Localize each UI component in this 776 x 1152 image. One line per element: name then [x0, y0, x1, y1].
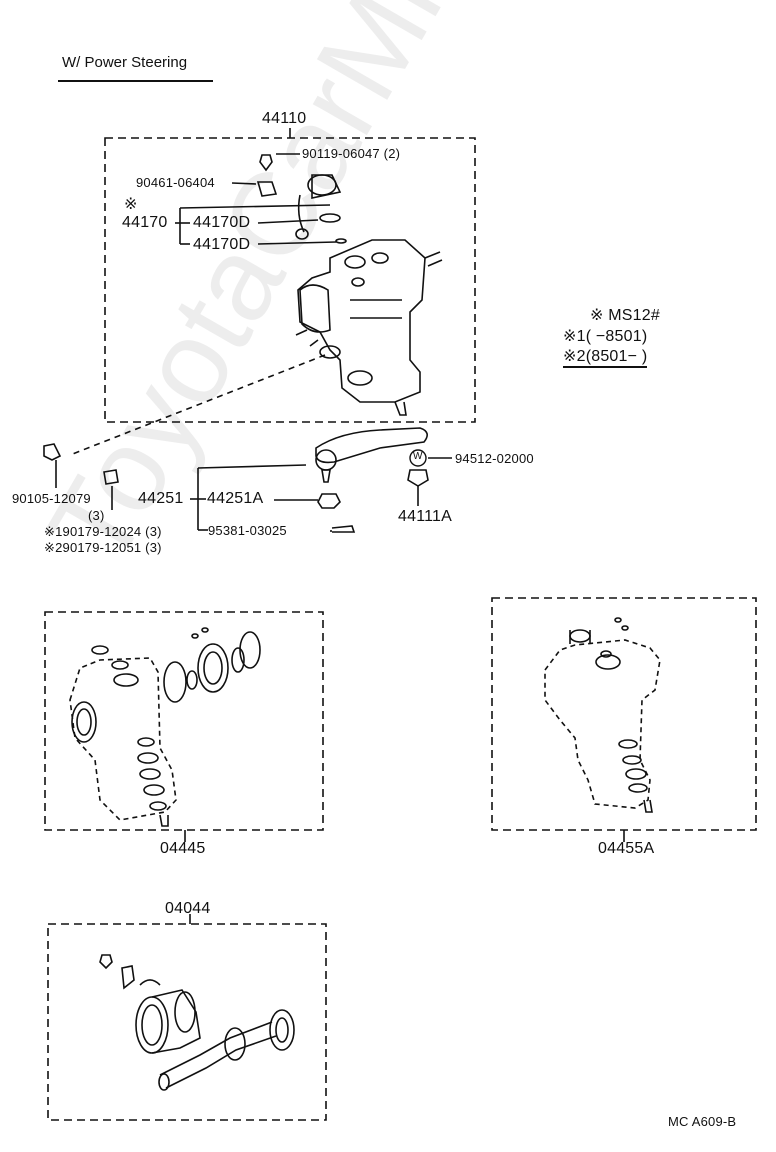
title-underline	[58, 80, 213, 82]
frame-04044	[47, 923, 327, 1121]
label-04445: 04445	[160, 840, 206, 857]
clamp-90461	[256, 181, 278, 197]
legend-row-2: ※2(8501− )	[563, 346, 648, 368]
frame-04445	[44, 611, 324, 831]
label-44170D-b: 44170D	[193, 236, 251, 253]
steering-gear-housing	[295, 239, 443, 416]
kit-04445-parts	[69, 627, 261, 827]
label-94512-02000: 94512-02000	[455, 451, 534, 466]
washer-90179	[103, 469, 119, 485]
label-44111A: 44111A	[398, 508, 452, 525]
label-44170D-a: 44170D	[193, 214, 251, 231]
legend-mark-row: ※ MS12#	[590, 307, 660, 324]
label-90179-12024: ※190179-12024 (3)	[44, 524, 162, 539]
label-44170-mark: ※	[124, 196, 138, 213]
washer-mark: W	[413, 451, 423, 462]
label-44251A: 44251A	[207, 490, 264, 507]
page-title: W/ Power Steering	[62, 54, 188, 71]
label-90461-06404: 90461-06404	[136, 175, 215, 190]
kit-04455A-parts	[544, 617, 661, 813]
washer-symbol	[409, 449, 427, 467]
bolt-90105	[43, 443, 62, 488]
footer-code: MC A609-B	[668, 1114, 737, 1129]
label-90119-06047: 90119-06047 (2)	[302, 146, 401, 161]
legend-row-1: ※1( −8501)	[563, 328, 648, 345]
bolt-90119	[259, 154, 273, 172]
label-90105-12079: 90105-12079	[12, 491, 91, 506]
label-44110: 44110	[262, 110, 307, 127]
label-44170: 44170	[122, 214, 168, 231]
pin-95381	[331, 525, 356, 533]
label-90105-qty: (3)	[88, 508, 105, 523]
nut-44251A	[317, 493, 341, 509]
label-95381-03025: 95381-03025	[208, 523, 287, 538]
frame-04455A	[491, 597, 757, 831]
label-04044: 04044	[165, 900, 211, 917]
label-90179-12051: ※290179-12051 (3)	[44, 540, 162, 555]
kit-04044-parts	[99, 954, 295, 1091]
sensor-44170	[295, 174, 347, 244]
label-04455A: 04455A	[598, 840, 655, 857]
label-44251: 44251	[138, 490, 184, 507]
